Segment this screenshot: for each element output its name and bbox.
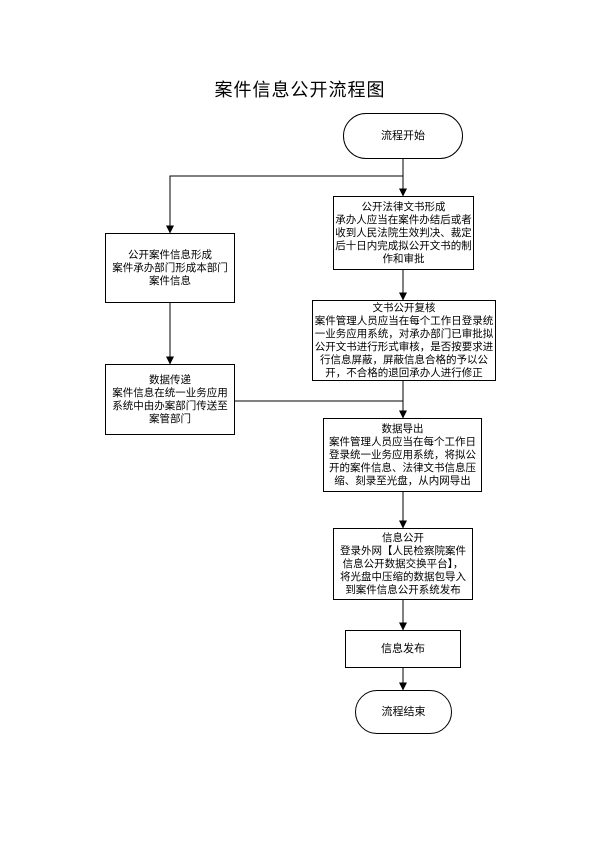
info-public-title: 信息公开 [382, 532, 424, 544]
start-label: 流程开始 [381, 129, 425, 142]
doc-review-line: 开，不合格的退回承办人进行修正 [325, 367, 483, 379]
case-info-formed-box: 公开案件信息形成 案件承办部门形成本部门 案件信息 [105, 233, 235, 303]
doc-formed-line: 后十日内完成拟公开文书的制 [335, 240, 472, 252]
doc-review-line: 案件管理人员应当在每个工作日登录统 [314, 315, 494, 327]
data-export-line: 开的案件信息、法律文书信息压 [329, 462, 476, 474]
doc-formed-line: 作和审批 [382, 253, 425, 265]
case-info-formed-title: 公开案件信息形成 [128, 249, 212, 261]
doc-formed-line: 承办人应当在案件办结后或者 [335, 214, 472, 226]
info-public-line: 将光盘中压缩的数据包导入 [340, 571, 466, 583]
doc-review-line: 公开文书进行形式审核，是否按要求进 [314, 341, 494, 353]
doc-review-box: 文书公开复核 案件管理人员应当在每个工作日登录统 一业务应用系统，对承办部门已审… [312, 300, 496, 381]
info-public-line: 登录外网【人民检察院案件 [340, 545, 466, 557]
info-release-box: 信息发布 [345, 630, 461, 668]
data-transfer-line: 系统中由办案部门传送至 [112, 400, 228, 412]
data-export-title: 数据导出 [381, 423, 424, 435]
data-transfer-box: 数据传递 案件信息在统一业务应用 系统中由办案部门传送至 案管部门 [105, 364, 235, 435]
info-public-box: 信息公开 登录外网【人民检察院案件 信息公开数据交换平台】， 将光盘中压缩的数据… [333, 528, 473, 600]
data-export-line: 缩、刻录至光盘，从内网导出 [334, 475, 471, 487]
case-info-formed-line: 案件承办部门形成本部门 [112, 262, 228, 274]
doc-formed-box: 公开法律文书形成 承办人应当在案件办结后或者 收到人民法院生效判决、裁定 后十日… [333, 196, 474, 270]
data-transfer-line: 案管部门 [149, 413, 191, 425]
data-export-box: 数据导出 案件管理人员应当在每个工作日 登录统一业务应用系统，将拟公 开的案件信… [323, 418, 482, 492]
data-transfer-line: 案件信息在统一业务应用 [112, 387, 228, 399]
start-terminal: 流程开始 [343, 113, 463, 159]
info-release-label: 信息发布 [381, 642, 425, 655]
info-public-line: 信息公开数据交换平台】， [342, 558, 464, 570]
case-info-formed-line: 案件信息 [149, 275, 191, 287]
data-export-line: 案件管理人员应当在每个工作日 [329, 436, 476, 448]
doc-review-line: 一业务应用系统，对承办部门已审批拟 [314, 328, 494, 340]
data-transfer-title: 数据传递 [149, 374, 191, 386]
info-public-line: 到案件信息公开系统发布 [345, 584, 461, 596]
doc-formed-title: 公开法律文书形成 [361, 201, 446, 213]
doc-review-title: 文书公开复核 [372, 302, 436, 314]
doc-review-line: 行信息屏蔽，屏蔽信息合格的予以公 [320, 354, 488, 366]
connector-start-to-case-info-formed [166, 175, 403, 234]
end-label: 流程结束 [381, 705, 426, 718]
diagram-title: 案件信息公开流程图 [214, 80, 386, 100]
data-export-line: 登录统一业务应用系统，将拟公 [329, 449, 476, 461]
end-terminal: 流程结束 [355, 690, 452, 734]
doc-formed-line: 收到人民法院生效判决、裁定 [335, 227, 472, 239]
